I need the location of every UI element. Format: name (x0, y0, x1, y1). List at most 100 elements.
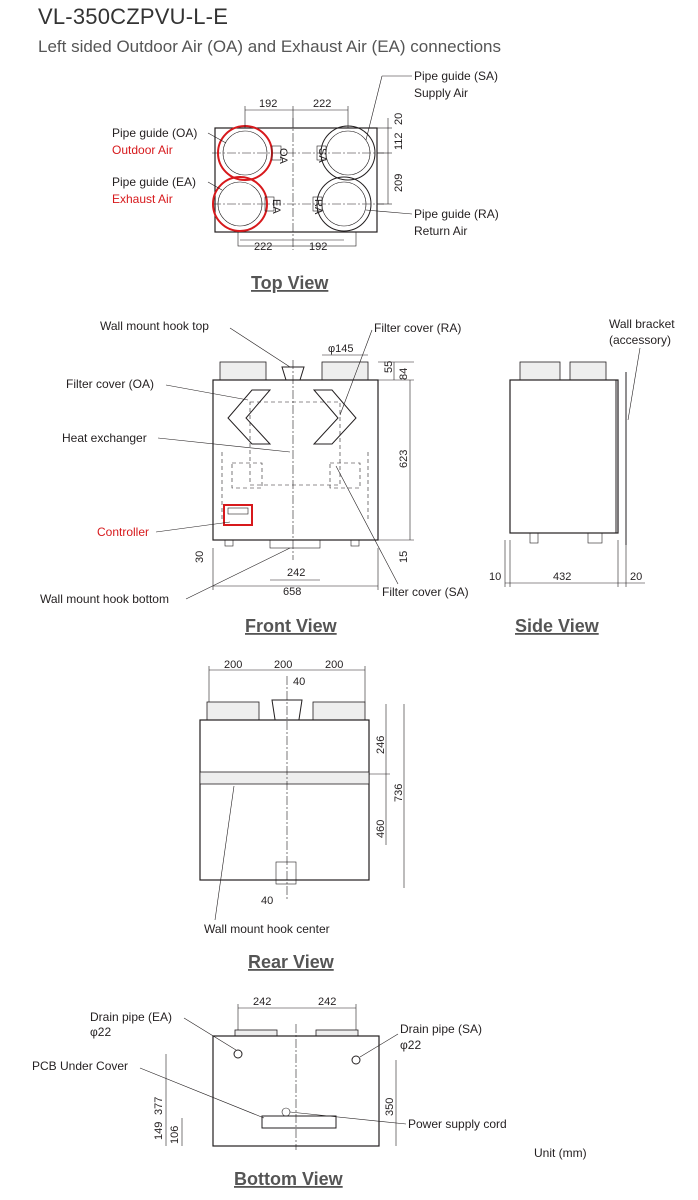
dim-phi145: φ145 (328, 343, 354, 355)
side-duct-left (519, 361, 561, 381)
sa-tag: SA (316, 148, 328, 163)
front-foot (224, 539, 234, 547)
dim-242-front: 242 (287, 567, 305, 579)
side-duct-right (569, 361, 607, 381)
rear-hook-center (275, 861, 297, 885)
front-hook-bottom (269, 539, 321, 549)
leader-drain-sa (359, 1033, 399, 1058)
side-view: 10 432 20 Wall bracket (accessory) Side … (489, 317, 675, 636)
front-view-unit-outline (212, 379, 379, 541)
side-foot (587, 532, 603, 544)
dim-246: 246 (375, 736, 387, 754)
label-wall-bracket: Wall bracket (609, 317, 675, 331)
unit-note: Unit (mm) (534, 1146, 587, 1160)
dim-200-a: 200 (224, 659, 242, 671)
dim-192-bottom: 192 (309, 241, 327, 253)
label-filter-cover-ra: Filter cover (RA) (374, 321, 461, 335)
label-power-supply-cord: Power supply cord (408, 1117, 507, 1131)
ra-tag: RA (312, 199, 324, 215)
leader-ea (207, 181, 223, 191)
sa-tag-box (316, 145, 327, 161)
front-duct-right (321, 361, 369, 381)
dim-377: 377 (153, 1097, 165, 1115)
oa-tag-box (271, 145, 282, 161)
ea-pipe-inner (217, 181, 263, 227)
label-exhaust-air: Exhaust Air (112, 192, 173, 206)
front-duct-left (219, 361, 267, 381)
leader-hook-center (214, 785, 235, 921)
side-foot (529, 532, 539, 544)
dim-736: 736 (393, 784, 405, 802)
top-view: OA SA EA RA 192 222 222 192 20 112 209 P… (112, 69, 499, 293)
bottom-view: 242 242 377 149 106 350 Drain pipe (EA) … (32, 996, 587, 1189)
ea-pipe-guide-circle (212, 176, 268, 232)
leader-filter-oa (165, 384, 249, 401)
label-supply-air: Supply Air (414, 86, 468, 100)
filter-cover-ra (312, 389, 357, 445)
oa-pipe-inner (222, 130, 268, 176)
leader-ra (365, 209, 413, 215)
leader-hook-top (229, 327, 291, 368)
dim-40-bottom: 40 (261, 895, 273, 907)
label-filter-cover-oa: Filter cover (OA) (66, 377, 154, 391)
dim-242-bottom-a: 242 (253, 996, 271, 1008)
dim-106: 106 (169, 1126, 181, 1144)
dim-30: 30 (194, 551, 206, 563)
dim-222-top: 222 (313, 98, 331, 110)
dim-460: 460 (375, 820, 387, 838)
drain-ea-hole (233, 1049, 243, 1059)
rear-band (199, 771, 370, 785)
leader-hook-bottom (185, 547, 291, 600)
leader-filter-sa (335, 465, 399, 585)
dim-658: 658 (283, 586, 301, 598)
leader-oa (207, 132, 227, 144)
filter-cover-oa (227, 389, 272, 445)
dim-350: 350 (384, 1098, 396, 1116)
label-pipe-guide-ea: Pipe guide (EA) (112, 175, 196, 189)
dim-15: 15 (398, 551, 410, 563)
rear-view: 200 200 200 40 246 736 460 40 Wall mount… (199, 659, 405, 972)
front-view: φ145 55 84 623 30 15 242 658 Wall mount … (40, 319, 469, 636)
leader-controller (155, 521, 231, 533)
ra-tag-box (312, 196, 323, 212)
leader-pcb (139, 1067, 265, 1119)
label-pipe-guide-oa: Pipe guide (OA) (112, 126, 197, 140)
label-pipe-guide-ra: Pipe guide (RA) (414, 207, 499, 221)
pcb-under-cover (261, 1115, 337, 1129)
heat-exchanger-hidden (249, 401, 341, 486)
dim-192-top: 192 (259, 98, 277, 110)
controller-screen (227, 507, 249, 515)
label-heat-exchanger: Heat exchanger (62, 431, 147, 445)
dim-20: 20 (393, 113, 405, 125)
oa-tag: OA (277, 148, 289, 165)
rear-duct-left (206, 701, 260, 721)
dim-200-c: 200 (325, 659, 343, 671)
bottom-duct-left (234, 1029, 278, 1037)
dim-623: 623 (398, 450, 410, 468)
ea-tag: EA (270, 199, 282, 214)
page-title: VL-350CZPVU-L-E (38, 4, 229, 29)
bottom-view-title: Bottom View (234, 1169, 344, 1189)
label-pipe-guide-sa: Pipe guide (SA) (414, 69, 498, 83)
rear-view-unit-outline (199, 719, 370, 881)
label-drain-pipe-ea: Drain pipe (EA) (90, 1010, 172, 1024)
leader-drain-ea (183, 1017, 237, 1051)
label-wall-mount-hook-top: Wall mount hook top (100, 319, 209, 333)
side-view-title: Side View (515, 616, 600, 636)
label-controller: Controller (97, 525, 149, 539)
dim-84: 84 (398, 368, 410, 380)
label-drain-pipe-sa: Drain pipe (SA) (400, 1022, 482, 1036)
label-outdoor-air: Outdoor Air (112, 143, 173, 157)
leader-filter-ra (339, 329, 373, 416)
label-drain-sa-diameter: φ22 (400, 1038, 421, 1052)
rear-view-title: Rear View (248, 952, 335, 972)
dim-149: 149 (153, 1122, 165, 1140)
leader-power-cord (289, 1111, 407, 1125)
top-view-title: Top View (251, 273, 329, 293)
dim-222-bottom: 222 (254, 241, 272, 253)
dim-209: 209 (393, 174, 405, 192)
label-filter-cover-sa: Filter cover (SA) (382, 585, 469, 599)
leader-heat-exchanger (157, 437, 291, 453)
dim-20-side: 20 (630, 571, 642, 583)
